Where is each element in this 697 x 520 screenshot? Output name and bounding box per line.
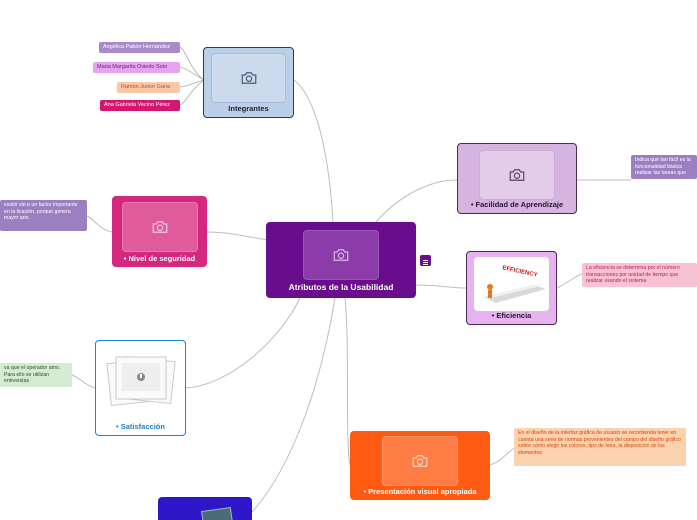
central-image [303,230,379,280]
bottom-branch-node[interactable] [158,497,252,520]
camera-icon [412,455,428,467]
seguridad-label: • Nivel de seguridad [123,253,196,263]
camera-icon [509,169,525,181]
nivel-seguridad-node[interactable]: • Nivel de seguridad [112,196,207,267]
satisfaccion-node[interactable]: • Satisfacción [95,340,186,436]
eficiencia-node[interactable]: EFFICIENCY • Eficiencia [466,251,557,325]
camera-icon [333,249,349,261]
facilidad-image [479,150,555,200]
central-topic-label: Atributos de la Usabilidad [288,281,394,292]
presentacion-visual-node[interactable]: • Presentación visual apropiada [350,431,490,500]
satisfaccion-image [103,349,178,413]
integrantes-label: Integrantes [228,103,269,113]
satisfaccion-label: • Satisfacción [116,421,165,431]
central-topic-node[interactable]: Atributos de la Usabilidad [266,222,416,298]
facilidad-label: • Facilidad de Aprendizaje [470,199,564,209]
member-tag[interactable]: Angélica Pabón Hernández [99,42,180,53]
presentacion-note[interactable]: En el diseño de la interfaz gráfica de u… [514,428,686,466]
integrantes-node[interactable]: Integrantes [203,47,294,118]
member-tag[interactable]: Maria Margarita Oviedo Soto [93,62,180,73]
eficiencia-note[interactable]: La eficiencia se determina por el número… [582,263,697,287]
eficiencia-label: • Eficiencia [491,310,532,320]
camera-icon [152,221,167,233]
bottom-branch-image [201,506,233,520]
member-tag[interactable]: Ramón Junior Garia [117,82,180,93]
seguridad-image [121,202,198,252]
eficiencia-image: EFFICIENCY [474,257,549,311]
efficiency-arrow-icon [484,283,546,303]
seguridad-note[interactable]: existir sin e un factor importante en la… [0,200,87,231]
list-icon[interactable] [420,255,431,266]
facilidad-note[interactable]: Indica qué tan fácil es la funcionalidad… [631,155,697,179]
integrantes-image [211,53,286,103]
photo-stack-icon [106,355,176,407]
presentacion-image [382,436,458,486]
member-tag[interactable]: Ana Gabriela Vecino Pérez [100,100,180,111]
satisfaccion-note[interactable]: va que el operador amo. Para ello se uti… [0,363,72,387]
camera-icon [241,72,256,84]
presentacion-label: • Presentación visual apropiada [363,486,477,496]
facilidad-aprendizaje-node[interactable]: • Facilidad de Aprendizaje [457,143,577,214]
